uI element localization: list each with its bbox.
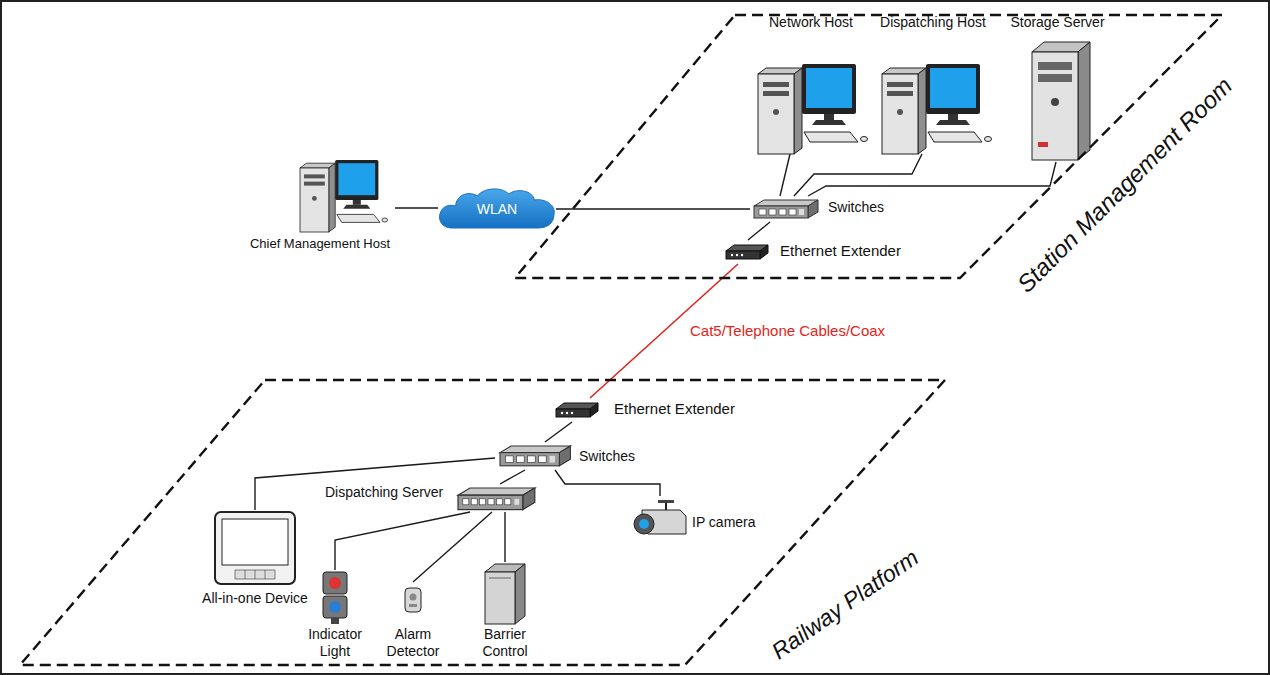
connector-line	[504, 512, 505, 562]
switch-icon	[500, 446, 570, 466]
camera-node: IP camera	[628, 496, 768, 540]
computer-icon	[882, 64, 992, 154]
barrier-node: Barrier Control	[469, 562, 541, 662]
extender-icon	[726, 245, 768, 259]
indicator-node: Indicator Light	[299, 570, 371, 662]
connector-line	[413, 512, 492, 582]
computer-icon	[758, 64, 868, 154]
connector-line	[335, 512, 470, 570]
node-label: Switches	[828, 199, 884, 216]
server-node: Dispatching Server	[325, 484, 535, 512]
barrier-icon	[485, 564, 525, 624]
node-label: Network Host	[769, 14, 853, 31]
connector-line	[808, 162, 1056, 196]
terminal-node: All-in-one Device	[195, 510, 315, 610]
zone-region: Station Management Room Network Host Dispa…	[515, 8, 1245, 300]
indicator-icon	[323, 572, 347, 624]
switch-node: Switches	[750, 196, 890, 222]
computer-node: Network Host	[752, 12, 870, 154]
node-label: Alarm Detector	[380, 626, 446, 660]
extender-node: Ethernet Extender	[722, 240, 922, 264]
computer-node: Dispatching Host	[872, 12, 994, 154]
zone-region: Railway Platform Ethernet ExtenderSwitche…	[18, 376, 948, 670]
detector-node: Alarm Detector	[377, 582, 449, 662]
server-icon	[458, 488, 535, 510]
computer-icon	[300, 160, 388, 232]
server-node: Storage Server	[1007, 12, 1107, 162]
connector-line	[794, 154, 922, 196]
server-icon	[1032, 42, 1090, 160]
connector-line	[500, 470, 525, 484]
cloud-path	[439, 189, 554, 228]
connector-line	[395, 207, 438, 208]
connector-line	[555, 470, 660, 496]
node-label: Station Management Room	[1012, 72, 1239, 299]
node-label: Chief Management Host	[250, 236, 390, 252]
node-label: Indicator Light	[302, 626, 368, 660]
node-label: Barrier Control	[472, 626, 538, 660]
node-label: Ethernet Extender	[780, 242, 901, 260]
region-outline-path	[515, 15, 1222, 278]
connector-line	[556, 208, 750, 209]
node-label: Ethernet Extender	[614, 400, 735, 418]
switch-node: Switches	[495, 442, 645, 470]
node-label: Storage Server	[1010, 14, 1104, 31]
region-outline-path	[20, 380, 945, 665]
node-label: WLAN	[477, 201, 517, 218]
switch-icon	[754, 200, 818, 218]
connector-line	[748, 222, 770, 240]
camera-icon	[634, 500, 686, 534]
connector-label: Cat5/Telephone Cables/Coax	[690, 322, 885, 340]
connector-line	[545, 422, 572, 442]
computer-node: Chief Management Host	[245, 152, 395, 256]
extender-icon	[556, 403, 598, 417]
node-label: Railway Platform	[766, 544, 923, 666]
node-label: Dispatching Host	[880, 14, 986, 31]
node-label: Switches	[579, 448, 635, 465]
network-cloud: WLAN	[438, 186, 556, 232]
node-label: IP camera	[692, 514, 756, 531]
terminal-icon	[215, 512, 295, 584]
node-label: All-in-one Device	[202, 590, 308, 607]
detector-icon	[405, 588, 421, 612]
connector-line	[780, 154, 790, 196]
node-label: Dispatching Server	[325, 484, 443, 501]
extender-node: Ethernet Extender	[552, 398, 757, 422]
connector-label-box: Cat5/Telephone Cables/Coax	[690, 322, 885, 340]
